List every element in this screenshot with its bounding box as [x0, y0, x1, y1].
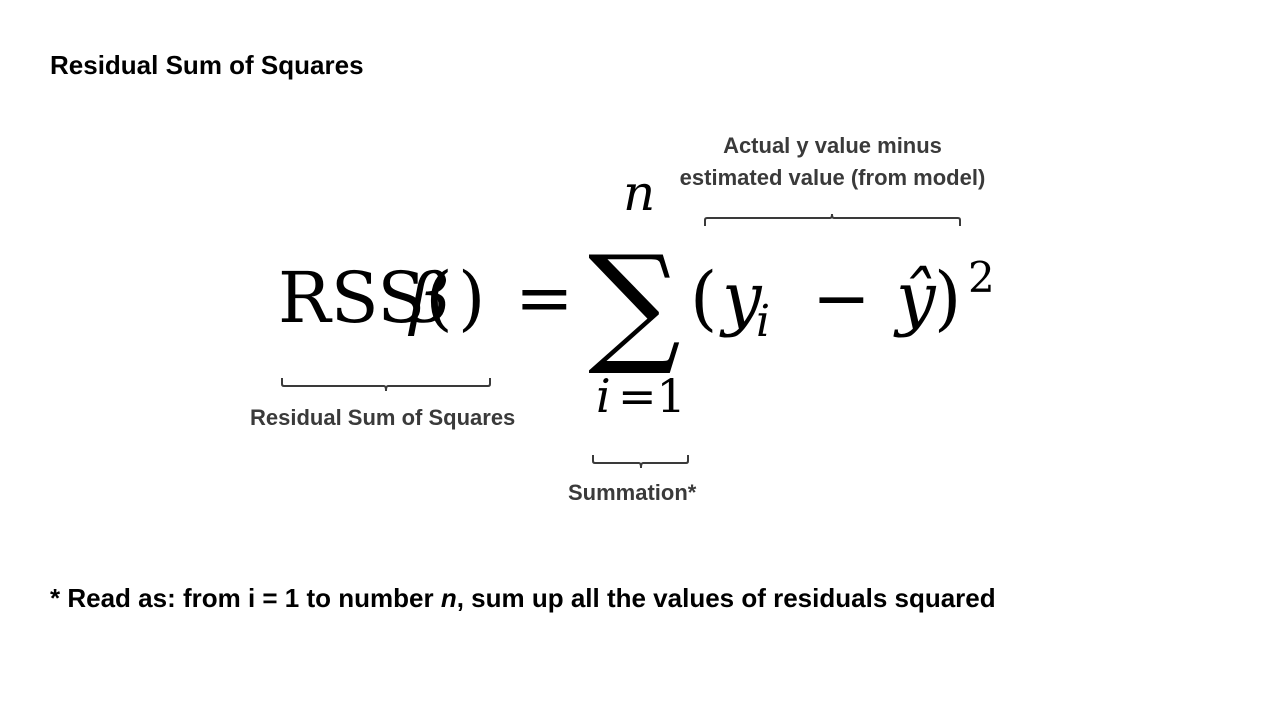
formula-equals: =	[515, 257, 574, 339]
rss-brace	[281, 378, 491, 392]
reading-note-prefix: * Read as: from i = 1 to number	[50, 583, 441, 613]
summation-sigma: ∑	[588, 227, 681, 379]
residual-annotation-line2: estimated value (from model)	[679, 165, 986, 190]
rss-annotation: Residual Sum of Squares	[250, 405, 516, 430]
summation-upper-limit: n	[623, 164, 655, 222]
formula-exponent: 2	[968, 253, 995, 302]
formula-open-paren: (	[690, 257, 717, 339]
residual-annotation-line1: Actual y value minus	[723, 133, 942, 158]
residual-brace	[704, 213, 961, 226]
reading-note-suffix: , sum up all the values of residuals squ…	[456, 583, 996, 613]
formula-minus: −	[812, 257, 871, 339]
reading-note-var: n	[440, 583, 457, 613]
residual-annotation: Actual y value minus estimated value (fr…	[660, 130, 1005, 194]
reading-note: * Read as: from i = 1 to number n, sum u…	[50, 583, 996, 614]
summation-brace	[592, 455, 689, 469]
formula-y-subscript: i	[756, 296, 770, 347]
slide-title: Residual Sum of Squares	[50, 50, 364, 80]
summation-annotation: Summation*	[568, 480, 697, 505]
formula-lhs-close: )	[458, 257, 485, 339]
formula-yhat: ŷ	[893, 257, 937, 339]
formula-lhs: RSS(	[278, 257, 453, 339]
formula-beta: β	[407, 260, 449, 339]
formula-close-paren: )	[934, 257, 961, 339]
formula-y: y	[719, 257, 763, 339]
summation-lower-eq: =1	[618, 369, 686, 423]
summation-lower-var: i	[596, 369, 611, 423]
